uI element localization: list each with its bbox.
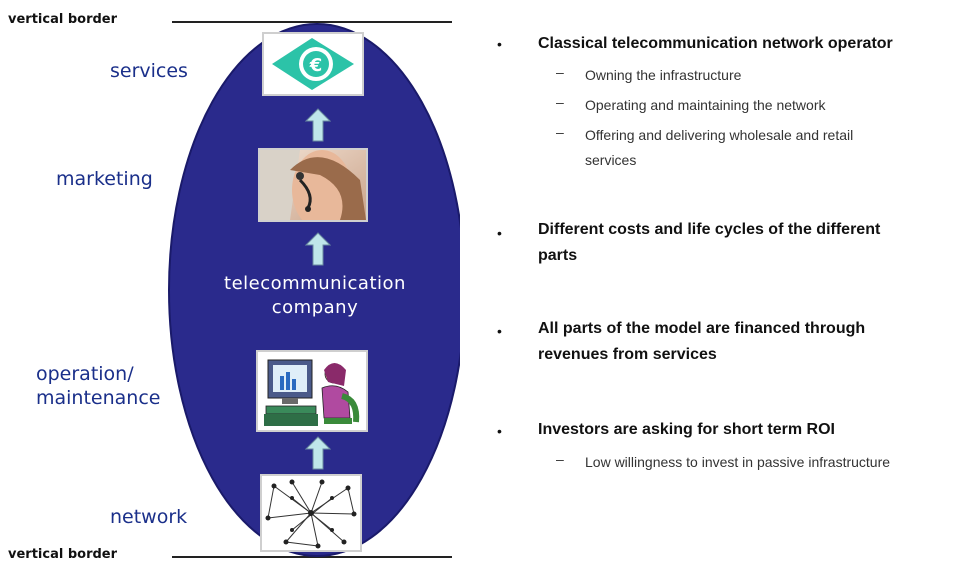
sub-bullet-operating: Operating and maintaining the network (585, 97, 826, 113)
sub-bullet-offering: Offering and delivering wholesale and re… (585, 127, 854, 143)
bullet-text-investors: Investors are asking for short term ROI (538, 421, 835, 438)
bullet-text-costs-line2: parts (538, 247, 578, 264)
company-label-line2: company (271, 297, 359, 318)
top-border-line (172, 21, 452, 23)
dash-marker: – (556, 64, 564, 80)
bullet-text-operator: Classical telecommunication network oper… (538, 35, 893, 52)
company-label-line1: telecommunication (224, 273, 406, 294)
bottom-border-label: vertical border (8, 547, 118, 562)
company-label: telecommunication company (200, 272, 430, 320)
stage-label-network: network (110, 506, 188, 528)
bullet-marker: • (497, 423, 502, 439)
bullet-text-financed-line1: All parts of the model are financed thro… (538, 320, 866, 337)
top-border-label: vertical border (8, 12, 118, 27)
arrow-up-icon (305, 436, 331, 470)
arrow-up-icon (305, 108, 331, 142)
bullet-text-costs-line1: Different costs and life cycles of the d… (538, 221, 881, 238)
bullet-marker: • (497, 323, 502, 339)
bullet-text-financed-line2: revenues from services (538, 346, 717, 363)
svg-text:€: € (309, 55, 323, 76)
sub-bullet-willingness: Low willingness to invest in passive inf… (585, 454, 891, 470)
bottom-border-line (172, 556, 452, 558)
call-center-photo (258, 148, 368, 222)
stage-label-marketing: marketing (56, 168, 153, 190)
sub-bullet-offering-cont: services (585, 152, 637, 168)
sub-bullet-infrastructure: Owning the infrastructure (585, 67, 742, 83)
dash-marker: – (556, 94, 564, 110)
services-picture: € (262, 32, 364, 96)
network-graph-icon (260, 474, 362, 552)
stage-label-operation: operation/ maintenance (36, 362, 160, 410)
operator-at-computer-icon (256, 350, 368, 432)
bullet-text-financed: All parts of the model are financed thro… (538, 316, 865, 368)
bullet-marker: • (497, 36, 502, 52)
company-ellipse (168, 23, 460, 557)
bullet-marker: • (497, 225, 502, 241)
stage-label-operation-line2: maintenance (36, 387, 161, 409)
dash-marker: – (556, 124, 564, 140)
arrow-up-icon (305, 232, 331, 266)
stage-label-services: services (110, 60, 188, 82)
dash-marker: – (556, 451, 564, 467)
euro-icon: € (272, 38, 354, 90)
stage-label-operation-line1: operation/ (36, 363, 134, 385)
bullet-text-costs: Different costs and life cycles of the d… (538, 217, 880, 269)
